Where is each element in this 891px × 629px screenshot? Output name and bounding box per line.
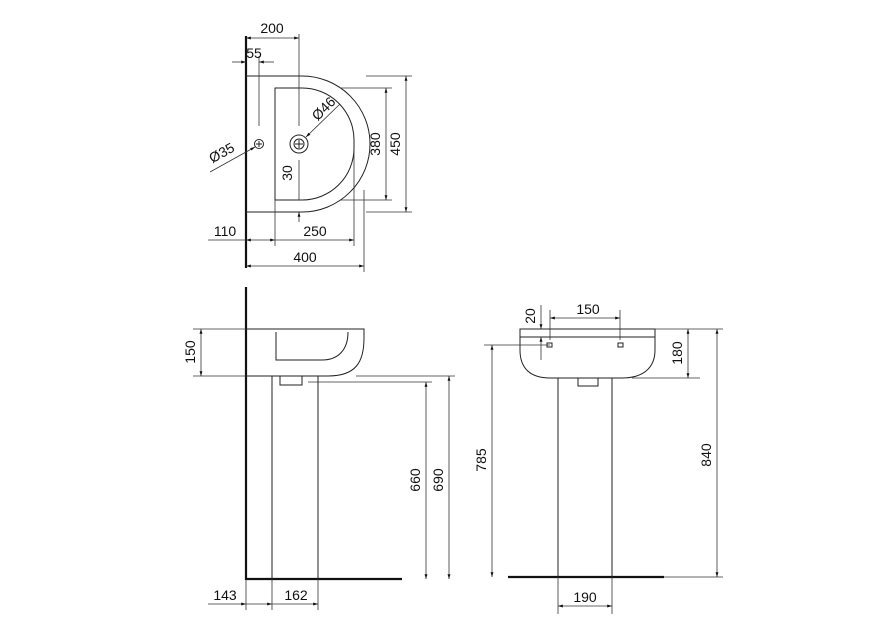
- drain-inner: [293, 138, 305, 150]
- front-view: 20 150 785 180 840 190: [473, 301, 723, 614]
- side-dim-143-label: 143: [213, 587, 237, 603]
- front-dim-785-label: 785: [473, 448, 489, 472]
- front-dim-20-label: 20: [522, 308, 538, 324]
- top-view-basin-outline: [246, 75, 371, 213]
- dim-d35-label: Ø35: [206, 139, 237, 166]
- side-dim-660-label: 660: [407, 468, 423, 492]
- top-view: 200 55 Ø46 Ø35 380 450 30 110 250: [206, 20, 412, 272]
- tap-hole: [254, 139, 264, 149]
- dim-250-label: 250: [303, 223, 327, 239]
- dim-30-label: 30: [279, 165, 295, 181]
- side-dim-150-label: 150: [182, 340, 198, 364]
- dim-d46-label: Ø46: [308, 93, 338, 123]
- side-view-trap: [279, 375, 303, 386]
- tap-hole-right: [617, 342, 624, 348]
- dim-200-label: 200: [260, 20, 284, 36]
- front-dim-150-label: 150: [576, 301, 600, 317]
- dim-380-label: 380: [367, 132, 383, 156]
- dim-55-label: 55: [246, 45, 262, 61]
- side-view: 150 660 690 143 162: [182, 287, 455, 610]
- front-dim-180-label: 180: [669, 341, 685, 365]
- dim-110-label: 110: [214, 223, 237, 239]
- front-view-trap: [577, 377, 599, 387]
- drain-outer: [289, 134, 309, 154]
- side-dim-162-label: 162: [284, 587, 308, 603]
- front-view-basin: [519, 328, 656, 379]
- side-view-basin: [246, 328, 365, 377]
- dim-400-label: 400: [293, 249, 317, 265]
- front-dim-190-label: 190: [573, 589, 597, 605]
- dim-450-label: 450: [387, 132, 403, 156]
- side-dim-690-label: 690: [430, 468, 446, 492]
- front-dim-840-label: 840: [698, 443, 714, 467]
